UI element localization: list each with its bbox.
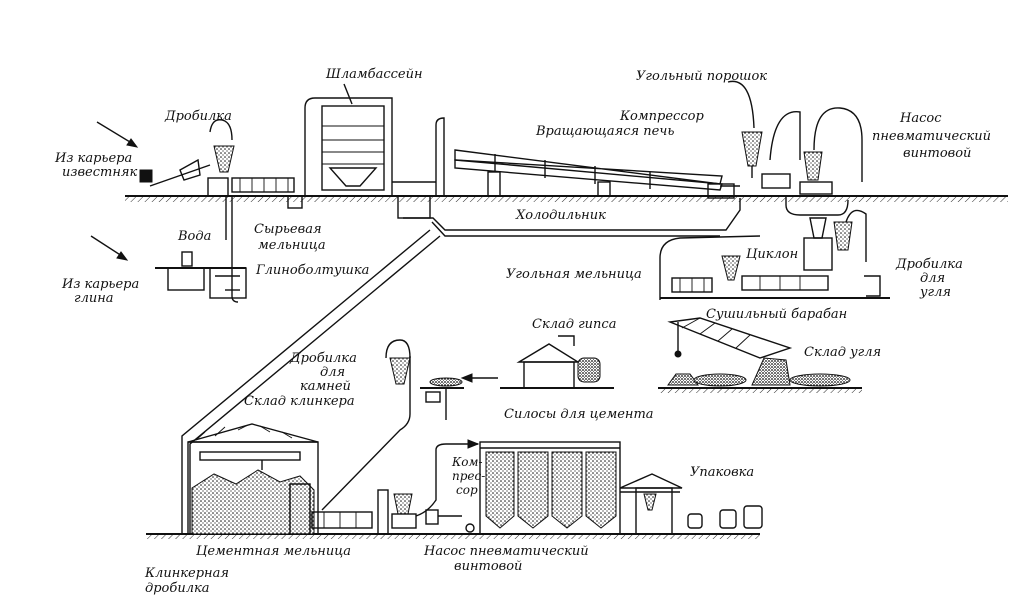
label-rotary-kiln: Вращающаяся печь (535, 124, 674, 139)
label-coal-crusher-3: угля (919, 285, 951, 300)
label-cement-mill: Цементная мельница (196, 544, 351, 559)
label-pump-top-1: Насос (899, 111, 942, 126)
packing-unit (619, 473, 763, 535)
crusher-unit (139, 119, 235, 197)
label-clay-mixer: Глиноболтушка (255, 263, 369, 278)
label-slurry-pool: Шламбассейн (325, 67, 423, 82)
rotary-kiln (435, 117, 735, 199)
clay-arrow (90, 235, 129, 261)
label-compressor-bottom-1: Ком- (451, 455, 483, 469)
label-cyclone: Циклон (746, 247, 798, 262)
label-packing: Упаковка (690, 465, 754, 480)
limestone-arrow (96, 121, 139, 148)
label-crusher: Дробилка (164, 109, 232, 124)
label-clinker-crusher-1: Клинкерная (144, 566, 229, 581)
label-pump-top-2: пневматический (872, 129, 991, 144)
label-pump-bottom-1: Насос пневматический (423, 544, 589, 559)
label-stone-crusher-2: для (320, 365, 345, 380)
labels: Из карьера известняк Дробилка Шламбассей… (54, 67, 991, 596)
cement-mill (311, 489, 417, 535)
slurry-pool (304, 83, 436, 219)
label-raw-mill-2: мельница (258, 238, 326, 253)
upper-ground (125, 195, 1008, 202)
label-coal-mill: Угольная мельница (506, 267, 642, 282)
label-pump-top-3: винтовой (903, 146, 971, 161)
label-limestone-quarry-2: известняк (62, 165, 138, 180)
label-coal-store: Склад угля (804, 345, 881, 360)
label-clinker-crusher-2: дробилка (145, 581, 210, 596)
clinker-store-building (187, 423, 319, 535)
label-clinker-store: Склад клинкера (244, 394, 355, 409)
label-compressor-bottom-2: прес- (452, 469, 485, 483)
label-cement-silos: Силосы для цемента (504, 407, 654, 422)
label-clay-quarry-2: глина (74, 291, 114, 306)
label-clay-quarry-1: Из карьера (61, 277, 139, 292)
coal-powder-hopper (720, 80, 863, 195)
label-stone-crusher-1: Дробилка (289, 351, 357, 366)
label-gypsum-store: Склад гипса (532, 317, 616, 332)
label-limestone-quarry-1: Из карьера (54, 151, 132, 166)
lower-ground (146, 533, 760, 539)
label-pump-bottom-2: винтовой (454, 559, 522, 574)
coal-store (658, 317, 862, 393)
label-cooler: Холодильник (515, 208, 606, 223)
label-drying-drum: Сушильный барабан (706, 307, 847, 322)
stone-crusher (321, 339, 498, 511)
label-compressor-bottom-3: сор (456, 483, 478, 497)
label-coal-powder: Угольный порошок (636, 69, 767, 84)
label-compressor-top: Компрессор (619, 109, 704, 124)
gypsum-store (500, 335, 614, 389)
label-coal-crusher-1: Дробилка (895, 257, 963, 272)
lower-compressor (415, 439, 480, 533)
coal-section (659, 196, 890, 300)
label-stone-crusher-3: камней (300, 379, 351, 394)
raw-mill (231, 177, 303, 209)
label-water: Вода (177, 229, 211, 244)
cooler-conveyor (181, 198, 741, 535)
clay-mixer-unit (155, 196, 247, 303)
cement-silos (479, 441, 680, 535)
label-coal-crusher-2: для (920, 271, 945, 286)
label-raw-mill-1: Сырьевая (254, 222, 322, 237)
